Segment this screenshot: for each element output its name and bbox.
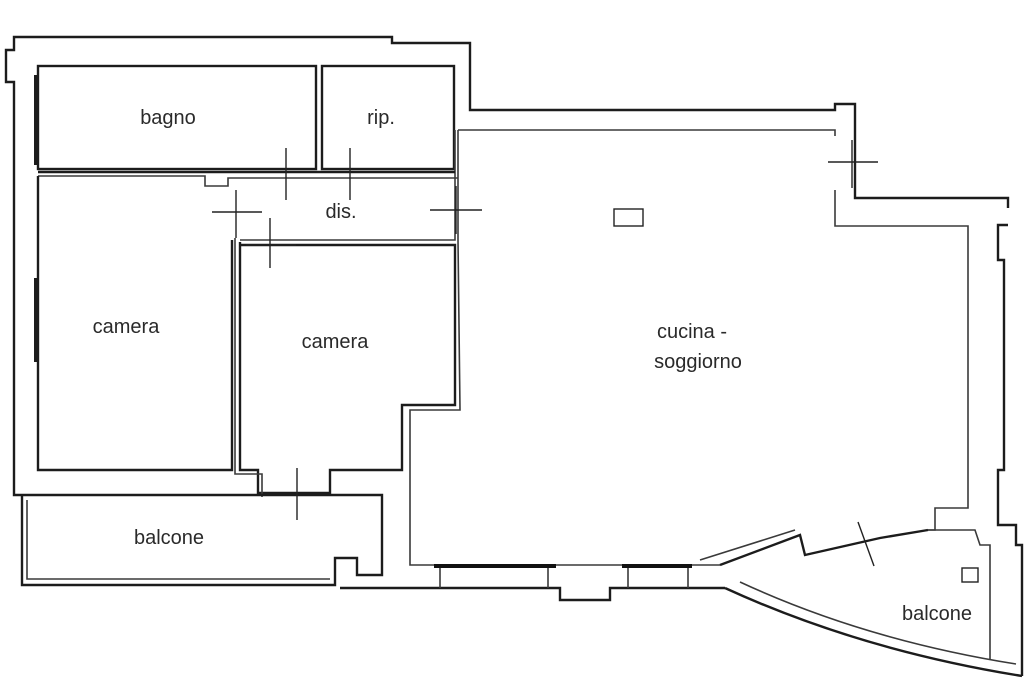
cucina-angled-inner — [699, 529, 796, 561]
label-rip: rip. — [367, 107, 395, 129]
wall-top-step — [408, 41, 857, 136]
balcone-1-outline — [20, 493, 384, 587]
balcone-2-fixture — [961, 567, 979, 583]
label-cucina-line1: cucina - — [657, 321, 727, 343]
cucina-angled-wall — [719, 528, 929, 567]
wall-right-inner — [834, 190, 969, 531]
rooms-top-left — [34, 64, 456, 171]
wall-top-left — [4, 35, 300, 497]
room-balcone-1 — [20, 493, 384, 587]
wall-right-edge — [996, 223, 1024, 676]
wall-top-stub — [300, 35, 408, 45]
label-balcone-1: balcone — [134, 527, 204, 549]
wall-camera-2-inner — [234, 238, 263, 497]
room-rip-outline — [320, 64, 456, 171]
outer-walls — [4, 35, 1024, 676]
label-camera-1: camera — [93, 316, 161, 338]
room-camera-2-outline — [238, 242, 457, 495]
label-balcone-2: balcone — [902, 603, 972, 625]
balcone-1-inner — [26, 500, 330, 580]
balcone-2-curve-outer — [724, 586, 1023, 678]
balcone-2-curve-inner — [739, 581, 1017, 665]
wall-corridor-bottom — [240, 130, 456, 241]
wall-right-upper — [853, 136, 1010, 208]
label-camera-2: camera — [302, 331, 370, 353]
door-marks — [212, 140, 878, 567]
room-labels: bagno rip. dis. camera camera cucina - s… — [93, 107, 972, 625]
label-dis: dis. — [325, 201, 356, 223]
label-cucina-line2: soggiorno — [654, 351, 742, 373]
room-camera-2 — [234, 238, 457, 497]
wall-top-inner — [458, 129, 836, 136]
balcone-2-edge — [928, 529, 991, 660]
cucina-bottom-wall — [340, 586, 725, 602]
chimney-fixture — [613, 208, 644, 227]
corridor — [38, 130, 458, 241]
room-camera-1 — [34, 176, 234, 472]
label-bagno: bagno — [140, 107, 196, 129]
room-balcone-2 — [724, 529, 1023, 678]
door-mark-balcone-2 — [857, 521, 875, 567]
wall-corridor-top — [38, 175, 458, 187]
room-cucina — [340, 130, 929, 602]
